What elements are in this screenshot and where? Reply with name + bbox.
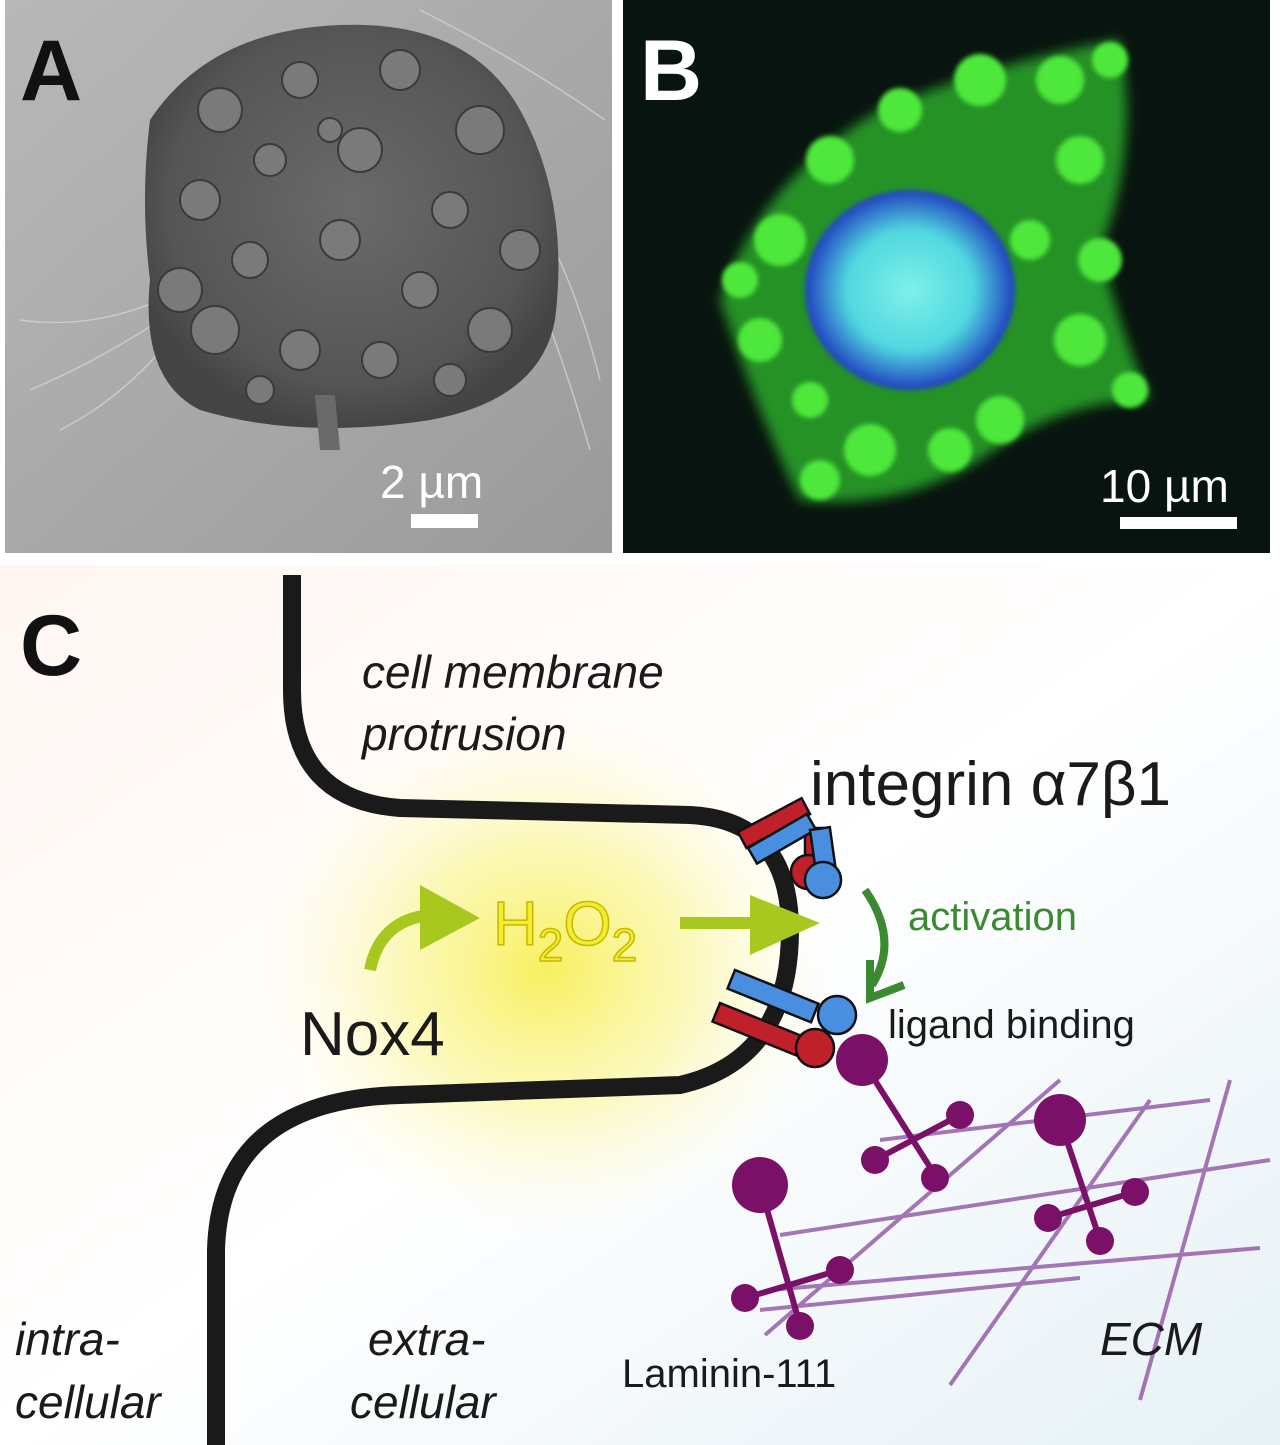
activation-label: activation [908, 895, 1077, 939]
panel-c-diagram: C cell membrane protrusion integrin α7β1… [0, 565, 1280, 1445]
panel-b-scale-bar [1120, 517, 1237, 529]
h2o2-arrow [680, 895, 820, 955]
ligand-binding-label: ligand binding [888, 1003, 1135, 1047]
extracellular-label-line1: extra- [368, 1313, 486, 1365]
protrusion-label-line2: protrusion [360, 708, 567, 760]
panel-b-label: B [640, 23, 702, 119]
panel-b-scale-bar-label: 10 µm [1100, 460, 1229, 512]
activation-arrow [861, 887, 906, 1004]
ecm-fibers [759, 1078, 1271, 1401]
intracellular-label-line1: intra- [15, 1313, 120, 1365]
panel-c-label: C [20, 598, 82, 694]
integrin-label: integrin α7β1 [810, 750, 1171, 819]
panel-a-label: A [20, 23, 82, 119]
intracellular-label-line2: cellular [15, 1376, 162, 1428]
ecm-label: ECM [1100, 1313, 1203, 1365]
integrin-inactive [736, 796, 843, 900]
laminin-label: Laminin-111 [622, 1352, 836, 1396]
laminin-molecules [731, 1034, 1149, 1340]
panel-b-fluorescence-image: 10 µm B [623, 0, 1270, 553]
h2o2-label: H2O2 [493, 890, 637, 971]
panel-a-sem-image: 2 µm A [5, 0, 612, 553]
integrin-active [710, 968, 858, 1069]
nox4-label: Nox4 [300, 1000, 445, 1069]
nox4-arrow [364, 885, 480, 972]
protrusion-label-line1: cell membrane [362, 646, 664, 698]
panel-a-scale-bar-label: 2 µm [380, 456, 483, 508]
panel-a-scale-bar [411, 514, 478, 528]
extracellular-label-line2: cellular [350, 1376, 497, 1428]
cell-membrane [207, 575, 800, 1445]
